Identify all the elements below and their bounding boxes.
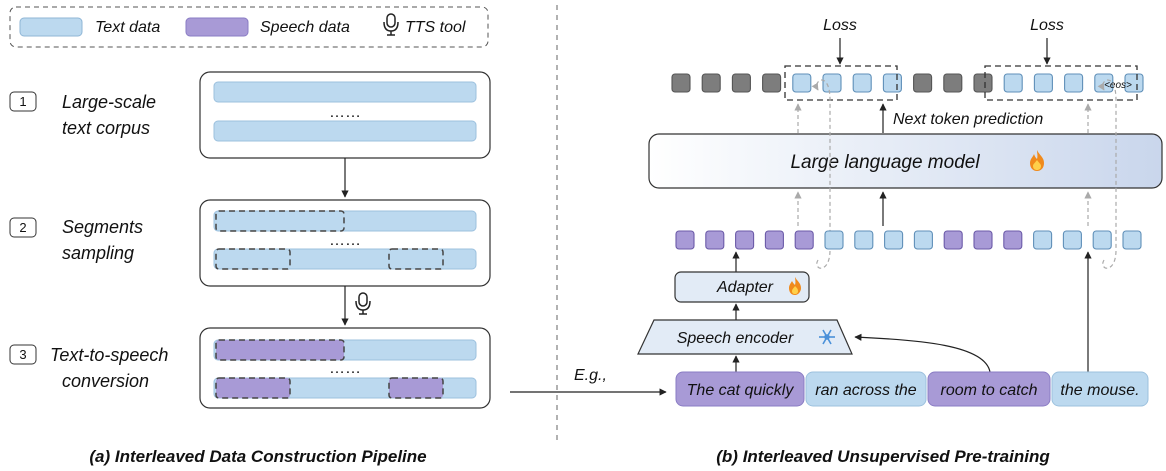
speech-token (735, 230, 755, 250)
speech-token (794, 230, 814, 250)
sentence-segment-text: The cat quickly (687, 382, 795, 399)
speech-encoder-label: Speech encoder (677, 330, 794, 347)
output-token-row (671, 73, 1144, 93)
sampled-segment (215, 210, 345, 232)
legend-text-swatch (19, 17, 83, 37)
gray-token (973, 73, 993, 93)
step-label-line1: Text-to-speech (50, 345, 168, 365)
gray-token (943, 73, 963, 93)
text-bar (213, 120, 477, 142)
step-label-line2: conversion (62, 371, 149, 391)
legend-speech-label: Speech data (260, 19, 350, 36)
legend: Text data Speech data TTS tool (9, 6, 489, 48)
gray-token (762, 73, 782, 93)
speech-token (764, 230, 784, 250)
example-label: E.g., (574, 367, 607, 384)
text-token (1064, 73, 1084, 93)
microphone-icon (355, 292, 371, 315)
caption-a: (a) Interleaved Data Construction Pipeli… (89, 447, 426, 466)
speech-token (705, 230, 725, 250)
step-label-line1: Large-scale (62, 92, 156, 112)
text-token (1003, 73, 1023, 93)
text-token (884, 230, 904, 250)
gray-token (913, 73, 933, 93)
fire-icon (1030, 150, 1044, 171)
speech-segment (215, 377, 291, 399)
eos-token-label: <eos> (1104, 80, 1132, 91)
sentence-segment-text: the mouse. (1060, 382, 1139, 399)
gray-token (731, 73, 751, 93)
text-bar (213, 210, 477, 232)
speech-token (1003, 230, 1023, 250)
step-number: 2 (19, 220, 26, 235)
text-token (824, 230, 844, 250)
llm-box (648, 133, 1163, 189)
skip-curve (1097, 79, 1117, 269)
ellipsis: …… (329, 104, 361, 121)
speech-segment (388, 377, 444, 399)
text-bar (213, 248, 477, 270)
step-3: 3 Text-to-speech conversion …… (9, 327, 491, 409)
step-label-line2: sampling (62, 243, 134, 263)
sentence-segment-text: ran across the (815, 382, 916, 399)
step-number: 3 (19, 347, 26, 362)
text-token (822, 73, 842, 93)
fire-icon (789, 277, 801, 295)
text-token (1033, 230, 1053, 250)
step-2: 2 Segments sampling …… (9, 199, 491, 287)
loss-label: Loss (1030, 17, 1064, 34)
caption-b: (b) Interleaved Unsupervised Pre-trainin… (716, 447, 1050, 466)
encoder-in-curve (854, 333, 991, 373)
step-number-box (9, 217, 37, 238)
speech-segment (215, 339, 345, 361)
speech-token (675, 230, 695, 250)
microphone-icon (383, 13, 399, 36)
step-number-box (9, 344, 37, 365)
step-1: 1 Large-scale text corpus …… (9, 71, 491, 159)
skip-curve (811, 79, 831, 269)
text-segment (805, 371, 927, 407)
speech-segment (927, 371, 1051, 407)
gray-token (671, 73, 691, 93)
loss-label: Loss (823, 17, 857, 34)
sampled-segment (388, 248, 444, 270)
speech-segment (675, 371, 805, 407)
text-segment (1051, 371, 1149, 407)
text-token (882, 73, 902, 93)
speech-encoder-box (637, 319, 853, 355)
adapter-label: Adapter (716, 279, 774, 296)
sentence-segment-text: room to catch (941, 382, 1038, 399)
ellipsis: …… (329, 232, 361, 249)
legend-tts-label: TTS tool (405, 19, 466, 36)
text-token (852, 73, 872, 93)
text-token (1033, 73, 1053, 93)
loss-group-box (784, 65, 898, 101)
text-token (1122, 230, 1142, 250)
ellipsis: …… (329, 360, 361, 377)
text-token (792, 73, 812, 93)
step-label-line2: text corpus (62, 118, 150, 138)
speech-token (973, 230, 993, 250)
text-token (913, 230, 933, 250)
next-token-label: Next token prediction (893, 111, 1043, 128)
snowflake-icon (819, 329, 835, 345)
sampled-segment (215, 248, 291, 270)
legend-text-label: Text data (95, 19, 160, 36)
text-token (854, 230, 874, 250)
step-label-line1: Segments (62, 217, 143, 237)
step-number-box (9, 91, 37, 112)
text-token (1092, 230, 1112, 250)
legend-speech-swatch (185, 17, 249, 37)
loss-group-box (984, 65, 1138, 101)
step-number: 1 (19, 94, 26, 109)
text-token (1062, 230, 1082, 250)
input-token-row (675, 230, 1142, 250)
llm-label: Large language model (790, 152, 980, 173)
speech-token (943, 230, 963, 250)
text-token (1124, 73, 1144, 93)
text-bar (213, 81, 477, 103)
gray-token (701, 73, 721, 93)
adapter-box (674, 271, 810, 303)
example-sentence: The cat quickly ran across the room to cat… (675, 371, 1149, 407)
